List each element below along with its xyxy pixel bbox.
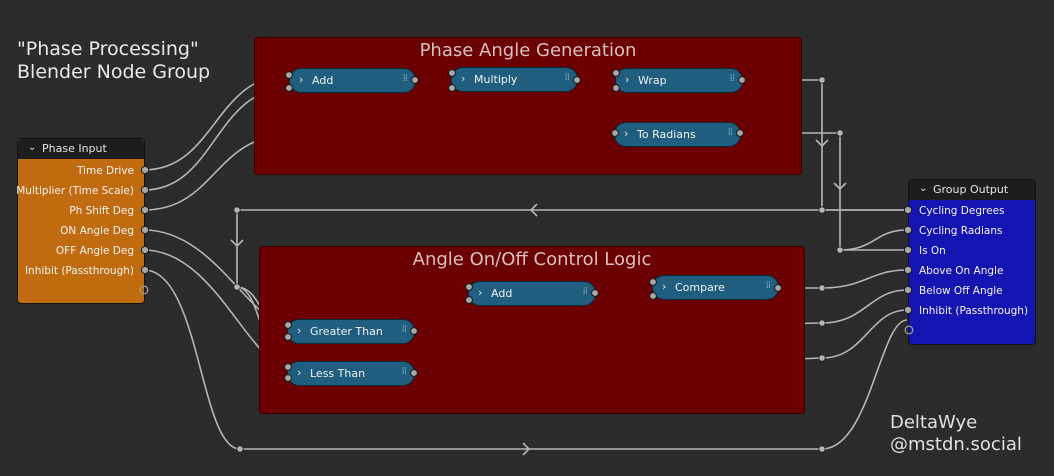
arrow-icon [529,203,538,217]
add-logic-node[interactable]: › Add ⁞⁞ [468,281,596,306]
chevron-right-icon[interactable]: › [297,366,302,379]
chevron-right-icon[interactable]: › [662,280,667,293]
frame-label: Angle On/Off Control Logic [412,249,652,270]
phase-input-node[interactable]: ⌄ Phase Input Time Drive Multiplier (Tim… [16,138,145,304]
node-label: Add [312,74,334,87]
input-label: Cycling Radians [919,225,1003,237]
chevron-right-icon[interactable]: › [624,127,629,140]
greater-than-node[interactable]: › Greater Than ⁞⁞ [287,319,415,344]
node-label: Less Than [310,367,366,380]
group-output-node[interactable]: ⌄ Group Output Cycling Degrees Cycling R… [908,179,1036,345]
chevron-right-icon[interactable]: › [625,73,630,86]
multiply-node[interactable]: › Multiply ⁞⁞ [451,67,578,92]
chevron-right-icon[interactable]: › [297,324,302,337]
input-label: Cycling Degrees [919,205,1005,217]
add-node[interactable]: › Add ⁞⁞ [289,68,416,93]
output-label: Time Drive [76,165,134,177]
grip-icon[interactable]: ⁞⁞ [402,73,408,84]
author-signature: DeltaWye @mstdn.social [890,412,1022,455]
node-title: Phase Input [42,142,107,155]
node-title: Group Output [933,183,1009,196]
grip-icon[interactable]: ⁞⁞ [729,73,735,84]
chevron-right-icon[interactable]: › [478,286,483,299]
node-label: Add [491,287,513,300]
grip-icon[interactable]: ⁞⁞ [765,280,771,291]
arrow-icon [230,239,244,248]
node-label: Compare [675,281,725,294]
chevron-right-icon[interactable]: › [461,72,466,85]
arrow-icon [522,442,531,456]
arrow-icon [833,182,847,191]
wire-lt-out [412,309,908,374]
output-label: Multiplier (Time Scale) [16,185,134,197]
wire-gt-out [412,289,908,332]
chevron-down-icon[interactable]: ⌄ [919,183,928,194]
to-radians-node[interactable]: › To Radians ⁞⁞ [614,122,741,147]
compare-node[interactable]: › Compare ⁞⁞ [652,275,779,300]
chevron-down-icon[interactable]: ⌄ [28,142,37,153]
output-label: ON Angle Deg [60,225,134,237]
node-label: Greater Than [310,325,383,338]
input-label: Is On [919,245,946,257]
input-label: Below Off Angle [919,285,1003,297]
page-title: "Phase Processing" Blender Node Group [17,38,211,83]
output-label: Ph Shift Deg [69,205,134,217]
input-label: Above On Angle [919,265,1004,277]
less-than-node[interactable]: › Less Than ⁞⁞ [287,361,415,386]
node-label: Wrap [638,74,667,87]
input-label: Inhibit (Passthrough) [919,305,1029,317]
output-label: Inhibit (Passthrough) [24,265,134,277]
grip-icon[interactable]: ⁞⁞ [401,366,407,377]
wrap-node[interactable]: › Wrap ⁞⁞ [615,68,743,93]
chevron-right-icon[interactable]: › [299,73,304,86]
grip-icon[interactable]: ⁞⁞ [401,324,407,335]
grip-icon[interactable]: ⁞⁞ [582,286,588,297]
grip-icon[interactable]: ⁞⁞ [564,72,570,83]
frame-label: Phase Angle Generation [419,40,637,61]
grip-icon[interactable]: ⁞⁞ [727,127,733,138]
node-label: To Radians [637,128,696,141]
node-header[interactable]: ⌄ Phase Input [18,139,144,159]
output-label: OFF Angle Deg [55,245,134,257]
node-label: Multiply [474,73,518,86]
frame-phase-angle-generation[interactable]: Phase Angle Generation [254,37,802,175]
node-header[interactable]: ⌄ Group Output [909,180,1035,200]
arrow-icon [815,139,829,148]
